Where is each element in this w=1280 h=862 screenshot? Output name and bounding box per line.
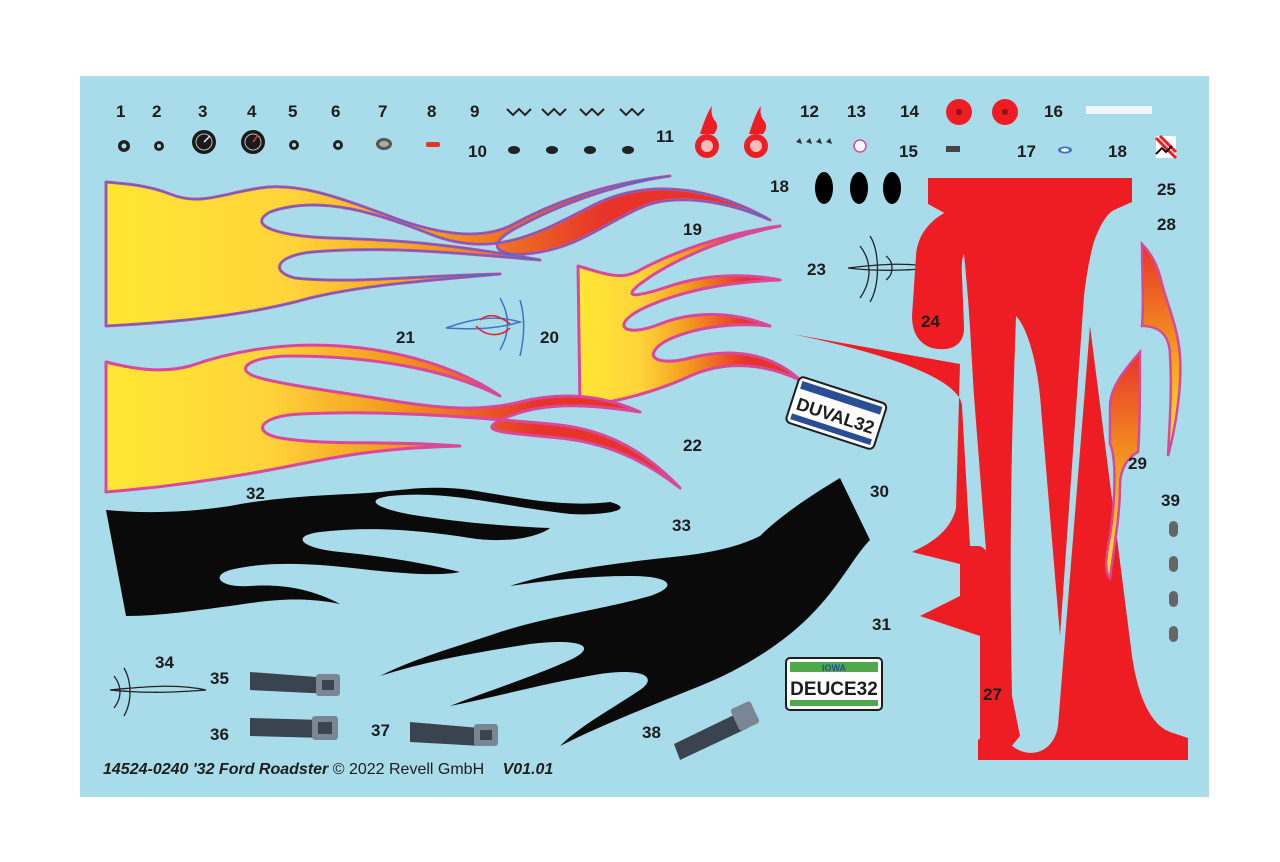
- pinstripe-icon: [445, 297, 525, 357]
- label-7: 7: [378, 102, 388, 121]
- flame-decal-19: [104, 174, 772, 328]
- label-14: 14: [900, 102, 919, 121]
- label-37: 37: [371, 721, 390, 740]
- label-38: 38: [642, 723, 661, 742]
- flame-decal-28: [1140, 240, 1182, 457]
- label-13: 13: [847, 102, 866, 121]
- label-17: 17: [1017, 142, 1036, 161]
- gauge-decals-row: [118, 99, 1178, 160]
- label-15: 15: [899, 142, 918, 161]
- decal-sheet: DUVAL32 IOWA DEUCE32 1 2 3 4 5 6 7 8 9 1…: [80, 76, 1209, 797]
- plate-deuce-text: DEUCE32: [790, 679, 878, 700]
- label-25: 25: [1157, 180, 1176, 199]
- flame-emblem-icon: [695, 106, 768, 158]
- label-3: 3: [198, 102, 208, 121]
- label-20: 20: [540, 328, 559, 347]
- footer-part-code: 14524-0240: [103, 761, 189, 778]
- label-28: 28: [1157, 215, 1176, 234]
- label-8: 8: [427, 102, 437, 121]
- red-stripe-decal: [792, 178, 1188, 760]
- label-19: 19: [683, 220, 702, 239]
- footer-model: '32 Ford Roadster: [192, 761, 329, 778]
- plate-deuce-state: IOWA: [822, 663, 846, 673]
- license-plate-icon: DUVAL32: [785, 376, 888, 450]
- license-plate-icon: IOWA DEUCE32: [785, 657, 883, 711]
- label-9: 9: [470, 102, 480, 121]
- label-11: 11: [656, 127, 674, 146]
- label-21: 21: [396, 328, 415, 347]
- black-flame-decal-32: [106, 487, 621, 616]
- oval-decals: [815, 172, 901, 204]
- label-18b: 18: [770, 177, 789, 196]
- footer-version: V01.01: [502, 761, 554, 778]
- label-2: 2: [152, 102, 162, 121]
- label-39: 39: [1161, 491, 1180, 510]
- label-1: 1: [116, 102, 126, 121]
- label-31: 31: [872, 615, 891, 634]
- label-10: 10: [468, 142, 487, 161]
- label-36: 36: [210, 725, 229, 744]
- label-33: 33: [672, 516, 691, 535]
- label-18a: 18: [1108, 142, 1127, 161]
- label-34: 34: [155, 653, 174, 672]
- footer-copyright: © 2022 Revell GmbH: [332, 761, 485, 778]
- label-16: 16: [1044, 102, 1063, 121]
- flame-decal-20: [576, 224, 802, 408]
- capsule-decals: [1169, 521, 1178, 642]
- label-5: 5: [288, 102, 298, 121]
- black-flame-decal-33: [380, 478, 870, 746]
- label-32: 32: [246, 484, 265, 503]
- label-23: 23: [807, 260, 826, 279]
- label-24: 24: [921, 312, 940, 331]
- label-4: 4: [247, 102, 257, 121]
- label-12: 12: [800, 102, 819, 121]
- seatbelt-icon: [250, 672, 760, 760]
- label-27: 27: [983, 685, 1002, 704]
- badge-icon: [426, 142, 440, 147]
- label-30: 30: [870, 482, 889, 501]
- flame-decal-22: [104, 343, 682, 494]
- flame-decal-29: [1105, 348, 1142, 581]
- pinstripe-icon: [109, 667, 207, 717]
- label-29: 29: [1128, 454, 1147, 473]
- label-35: 35: [210, 669, 229, 688]
- label-6: 6: [331, 102, 341, 121]
- label-22: 22: [683, 436, 702, 455]
- decal-artwork: DUVAL32 IOWA DEUCE32: [104, 99, 1188, 760]
- sheet-footer: 14524-0240 '32 Ford Roadster © 2022 Reve…: [103, 761, 553, 779]
